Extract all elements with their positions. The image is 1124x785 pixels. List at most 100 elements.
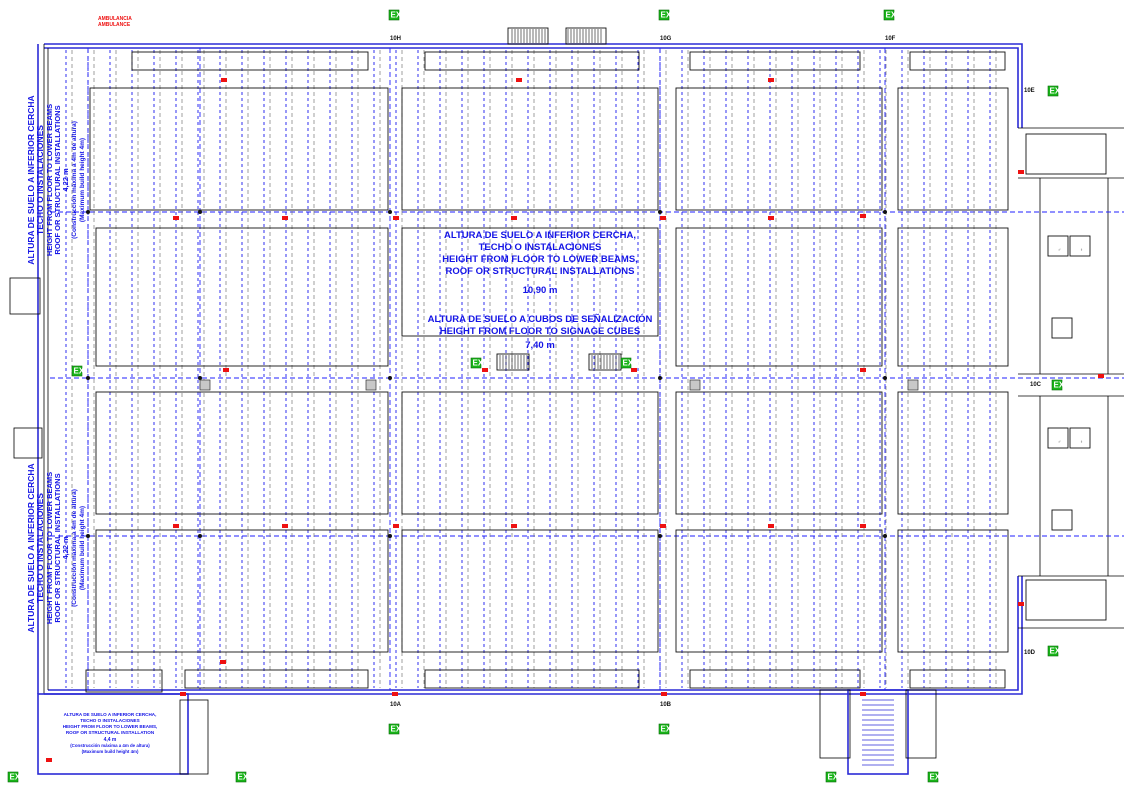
structural-grid xyxy=(50,48,1124,690)
hydrant-marker xyxy=(511,524,517,528)
structural-columns xyxy=(86,210,887,538)
restroom-men-icon: ♂ xyxy=(1058,247,1061,252)
left-note-bottom: ALTURA DE SUELO A INFERIOR CERCHA TECHO … xyxy=(26,463,86,632)
exit-sign-label: EXIT xyxy=(661,725,679,734)
exhibition-blocks xyxy=(85,51,1009,693)
corner-note-line-4: ROOF OR STRUCTURAL INSTALLATION xyxy=(66,730,155,735)
column-marker xyxy=(86,534,90,538)
hydrant-marker xyxy=(661,692,667,696)
ramp-hatching xyxy=(862,699,894,766)
center-note-line-1: ALTURA DE SUELO A INFERIOR CERCHA, xyxy=(444,230,636,241)
door-label-10e: 10E xyxy=(1024,88,1035,94)
exit-sign-icon xyxy=(1051,379,1063,391)
hydrant-marker xyxy=(860,368,866,372)
hydrant-marker xyxy=(220,660,226,664)
center-note-signage-value: 7,40 m xyxy=(525,340,555,351)
door-labels: 10H 10G 10F 10A 10B 10E 10D 10C xyxy=(390,36,1042,708)
hydrant-marker xyxy=(1098,374,1104,378)
hydrant-marker xyxy=(516,78,522,82)
door-label-10g: 10G xyxy=(660,36,672,42)
door-label-10h: 10H xyxy=(390,36,401,42)
exit-sign-icon xyxy=(1047,645,1059,657)
column-marker xyxy=(658,534,662,538)
exterior-walls xyxy=(9,27,1124,775)
restroom-women-icon: ♀ xyxy=(1080,439,1083,444)
door-label-10c: 10C xyxy=(1030,382,1042,388)
exit-sign-label: EXIT xyxy=(828,773,846,782)
hydrant-marker xyxy=(180,692,186,696)
corner-note-line-3: HEIGHT FROM FLOOR TO LOWER BEAMS, xyxy=(63,724,158,729)
fire-hydrants xyxy=(46,78,1104,762)
restroom-women-icon: ♀ xyxy=(1080,247,1083,252)
column-marker xyxy=(883,210,887,214)
column-marker xyxy=(198,210,202,214)
column-marker xyxy=(86,376,90,380)
door-label-10d: 10D xyxy=(1024,650,1036,656)
left-top-note-line-6: (Construcción máxima a 4m de altura) xyxy=(71,121,78,239)
hydrant-marker xyxy=(46,758,52,762)
hydrant-marker xyxy=(282,216,288,220)
exit-sign-label: EXIT xyxy=(1050,87,1068,96)
exit-sign-label: EXIT xyxy=(473,359,491,368)
exit-sign-label: EXIT xyxy=(10,773,28,782)
hydrant-marker xyxy=(392,692,398,696)
hydrant-marker xyxy=(768,78,774,82)
column-marker xyxy=(658,376,662,380)
column-marker xyxy=(198,534,202,538)
hydrant-marker xyxy=(660,216,666,220)
column-marker xyxy=(883,534,887,538)
door-label-10b: 10B xyxy=(660,702,672,708)
corner-note-line-1: ALTURA DE SUELO A INFERIOR CERCHA, xyxy=(64,712,157,717)
left-bottom-note-line-3: HEIGHT FROM FLOOR TO LOWER BEAMS xyxy=(45,472,54,624)
exit-sign-label: EXIT xyxy=(238,773,256,782)
exit-sign-label: EXIT xyxy=(930,773,948,782)
left-bottom-note-line-1: ALTURA DE SUELO A INFERIOR CERCHA xyxy=(26,463,36,632)
ambulance-label-es: AMBULANCIA xyxy=(98,16,132,22)
door-label-10f: 10F xyxy=(885,36,896,42)
hydrant-marker xyxy=(860,214,866,218)
column-marker xyxy=(883,376,887,380)
hydrant-marker xyxy=(660,524,666,528)
exit-sign-icon xyxy=(927,771,939,783)
exit-sign-icon xyxy=(7,771,19,783)
exit-sign-label: EXIT xyxy=(661,11,679,20)
column-marker xyxy=(86,210,90,214)
sprinkler-lines xyxy=(65,50,997,688)
center-note-line-2: TECHO O INSTALACIONES xyxy=(479,242,602,253)
ambulance-label: AMBULANCIA AMBULANCE xyxy=(98,16,132,28)
exit-sign-icon xyxy=(1047,85,1059,97)
left-top-note-line-1: ALTURA DE SUELO A INFERIOR CERCHA xyxy=(26,95,36,264)
column-marker xyxy=(388,376,392,380)
hydrant-marker xyxy=(511,216,517,220)
exit-sign-icon xyxy=(883,9,895,21)
hydrant-marker xyxy=(393,216,399,220)
exit-sign-icon xyxy=(71,365,83,377)
emergency-exits: EXIT EXIT EXIT EXIT EXIT EXIT EXIT EXIT EXIT EXIT… xyxy=(7,9,1071,783)
exit-sign-icon xyxy=(825,771,837,783)
ambulance-label-en: AMBULANCE xyxy=(98,22,131,28)
center-note-signage-line-2: HEIGHT FROM FLOOR TO SIGNAGE CUBES xyxy=(440,326,640,337)
left-top-note-value: 4,22 m xyxy=(61,168,70,192)
hydrant-marker xyxy=(1018,602,1024,606)
center-note-signage-line-1: ALTURA DE SUELO A CUBOS DE SEÑALIZACIÓN xyxy=(428,313,653,325)
exit-sign-label: EXIT xyxy=(391,11,409,20)
corner-height-note: ALTURA DE SUELO A INFERIOR CERCHA, TECHO… xyxy=(63,712,158,754)
left-top-note-line-4: ROOF OR STRUCTURAL INSTALLATIONS xyxy=(53,105,62,254)
exit-sign-icon xyxy=(388,9,400,21)
hydrant-marker xyxy=(393,524,399,528)
signage-cubes xyxy=(199,379,919,391)
left-top-note-line-2: TECHO O INSTALACIONES xyxy=(35,125,45,235)
hydrant-marker xyxy=(768,216,774,220)
central-height-note: ALTURA DE SUELO A INFERIOR CERCHA, TECHO… xyxy=(428,230,653,351)
hydrant-marker xyxy=(173,216,179,220)
hydrant-marker xyxy=(482,368,488,372)
left-bottom-note-value: 4,22 m xyxy=(61,536,70,560)
central-stairs xyxy=(496,29,622,371)
exit-sign-label: EXIT xyxy=(623,359,641,368)
hydrant-marker xyxy=(631,368,637,372)
corner-note-line-7: (Maximum build height 4m) xyxy=(82,749,139,754)
column-marker xyxy=(658,210,662,214)
right-annex-rooms: ♂ ♀ ♂ ♀ xyxy=(1025,133,1107,621)
exit-sign-icon xyxy=(235,771,247,783)
